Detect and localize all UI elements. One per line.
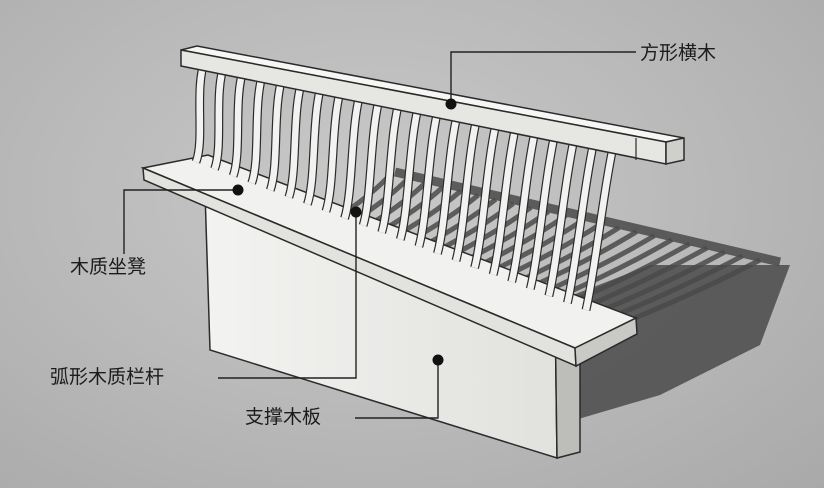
beam-shadow — [393, 167, 782, 267]
baluster-shadow — [586, 245, 709, 309]
baluster — [527, 126, 560, 290]
label-support-board: 支撑木板 — [245, 406, 322, 428]
baluster — [230, 66, 248, 178]
baluster — [378, 96, 404, 234]
baluster — [341, 88, 365, 220]
curved-balusters — [191, 58, 620, 312]
dot-square-beam — [445, 98, 457, 110]
baluster — [508, 122, 541, 283]
baluster — [471, 114, 502, 269]
square-beam — [180, 45, 685, 165]
baluster-shadow — [614, 253, 744, 318]
leader-lines — [123, 51, 636, 419]
baluster — [434, 107, 462, 255]
label-square-beam: 方形横木 — [640, 42, 717, 64]
label-wooden-bench: 木质坐凳 — [70, 256, 147, 278]
baluster — [489, 118, 521, 276]
label-curved-balusters: 弧形木质栏杆 — [50, 366, 165, 388]
baluster-shadow — [600, 249, 726, 313]
dot-support-board — [432, 354, 444, 366]
leader-curved-balusters — [218, 212, 357, 379]
leader-dots — [232, 98, 457, 366]
baluster — [397, 99, 423, 241]
dot-wooden-bench — [232, 184, 244, 196]
beam-end — [665, 137, 685, 165]
dot-curved-balusters — [350, 206, 362, 218]
baluster-shadow — [528, 229, 638, 290]
baluster — [415, 103, 443, 248]
leader-support-board — [355, 360, 439, 419]
baluster-shadow — [543, 233, 656, 295]
wooden-bench — [140, 154, 638, 368]
baluster-shadow — [629, 257, 762, 323]
baluster — [545, 129, 580, 297]
bench-end — [574, 316, 638, 368]
baluster — [452, 111, 482, 262]
leader-square-beam — [450, 51, 636, 104]
baluster — [360, 92, 384, 227]
leader-wooden-bench — [123, 189, 238, 254]
baluster — [582, 137, 619, 311]
baluster — [564, 133, 599, 304]
